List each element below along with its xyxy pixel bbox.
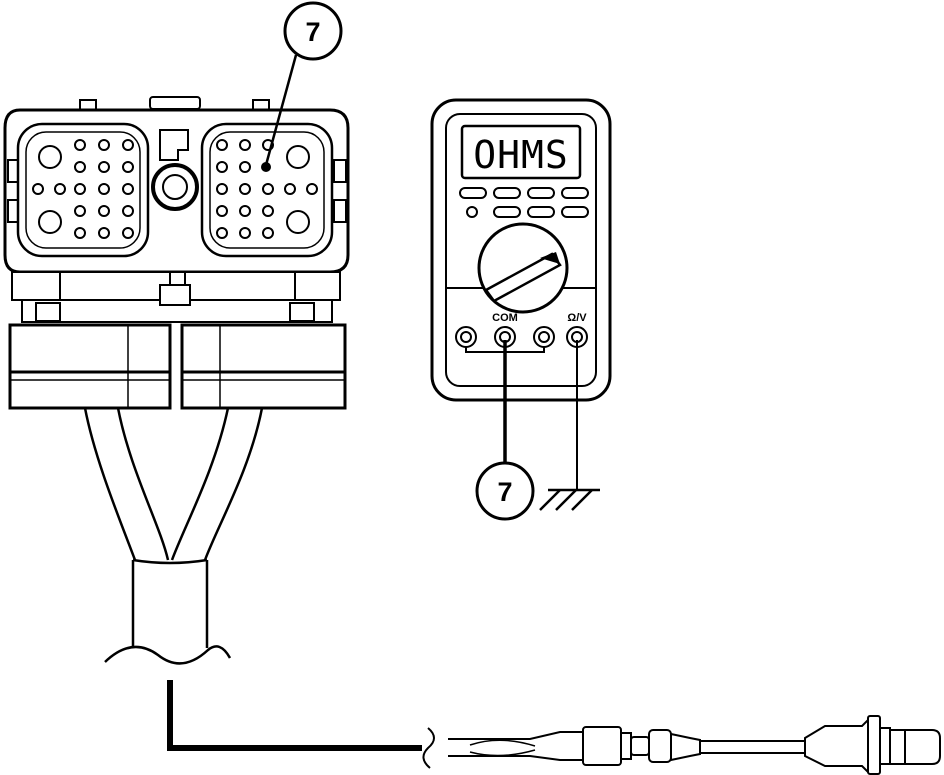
wire-harness xyxy=(83,407,435,769)
oxygen-sensor xyxy=(448,715,941,775)
selector-dial xyxy=(477,222,569,314)
test-leads xyxy=(503,340,578,490)
multimeter: OHMS COM Ω/V xyxy=(430,98,612,402)
ecu-connector xyxy=(3,96,350,410)
lcd-readout: OHMS xyxy=(473,133,569,177)
callout-meter-number: 7 xyxy=(497,477,512,507)
callout-connector-pin: 7 xyxy=(264,1,343,166)
connector-pins-left xyxy=(32,139,134,239)
tested-pin-7 xyxy=(261,162,271,172)
callout-connector-number: 7 xyxy=(305,17,320,47)
meter-buttons xyxy=(459,187,589,218)
com-jack-label: COM xyxy=(492,312,518,324)
ohm-volt-jack-label: Ω/V xyxy=(567,312,587,324)
connector-pins-right xyxy=(216,139,318,239)
callout-meter-lead: 7 xyxy=(475,461,535,521)
lcd-display xyxy=(460,124,582,180)
ground-icon xyxy=(539,488,600,511)
